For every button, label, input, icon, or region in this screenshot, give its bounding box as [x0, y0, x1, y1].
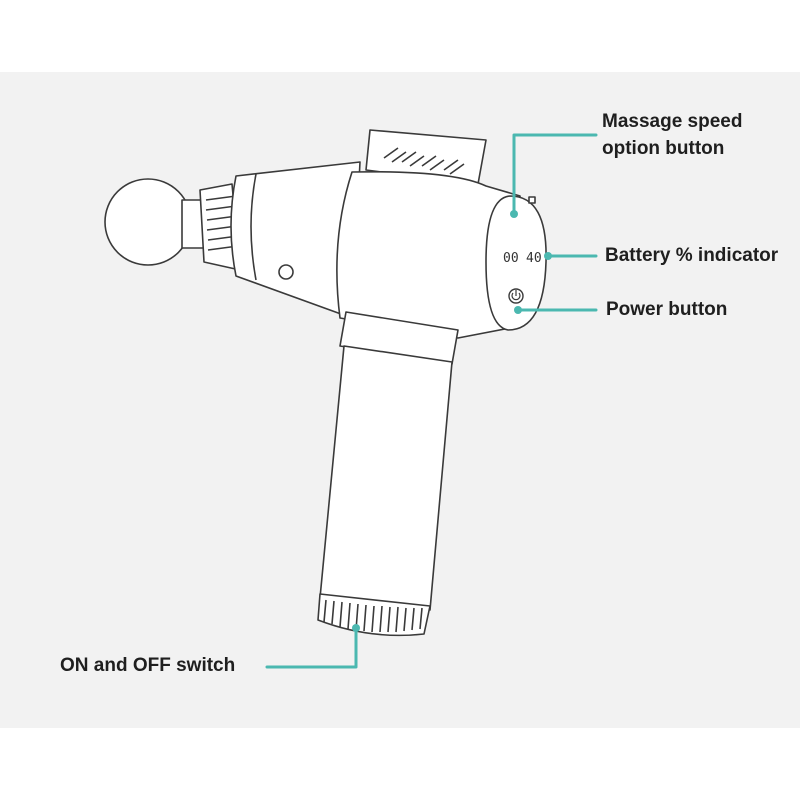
power-callout-label: Power button: [606, 299, 728, 320]
switch-callout-label: ON and OFF switch: [60, 655, 236, 676]
speed-label-line2: option button: [602, 138, 725, 159]
speed-callout-dot: [510, 210, 518, 218]
power-button[interactable]: [508, 288, 524, 304]
display-end-cap: [485, 195, 547, 331]
speed-callout-label: Massage speed option button: [602, 108, 742, 162]
battery-level-readout: 40: [526, 251, 542, 266]
top-vent-plate: [365, 129, 487, 185]
speed-label-line1: Massage speed: [602, 111, 743, 132]
battery-callout-dot: [544, 252, 552, 260]
power-callout-dot: [514, 306, 522, 314]
speed-callout-line: [512, 133, 598, 214]
massage-ball-head: [104, 178, 192, 266]
handle-grip: [319, 345, 453, 611]
front-barrel: [230, 161, 361, 319]
switch-callout-dot: [352, 624, 360, 632]
on-off-switch-ring: [317, 593, 431, 637]
display-indicator-dot: [528, 196, 536, 204]
switch-callout-line: [265, 626, 358, 669]
power-icon: [511, 290, 521, 301]
speed-level-readout: 00: [503, 251, 519, 266]
barrel-screw-hole: [278, 264, 294, 280]
battery-callout-label: Battery % indicator: [605, 245, 779, 266]
main-body: [336, 170, 521, 339]
